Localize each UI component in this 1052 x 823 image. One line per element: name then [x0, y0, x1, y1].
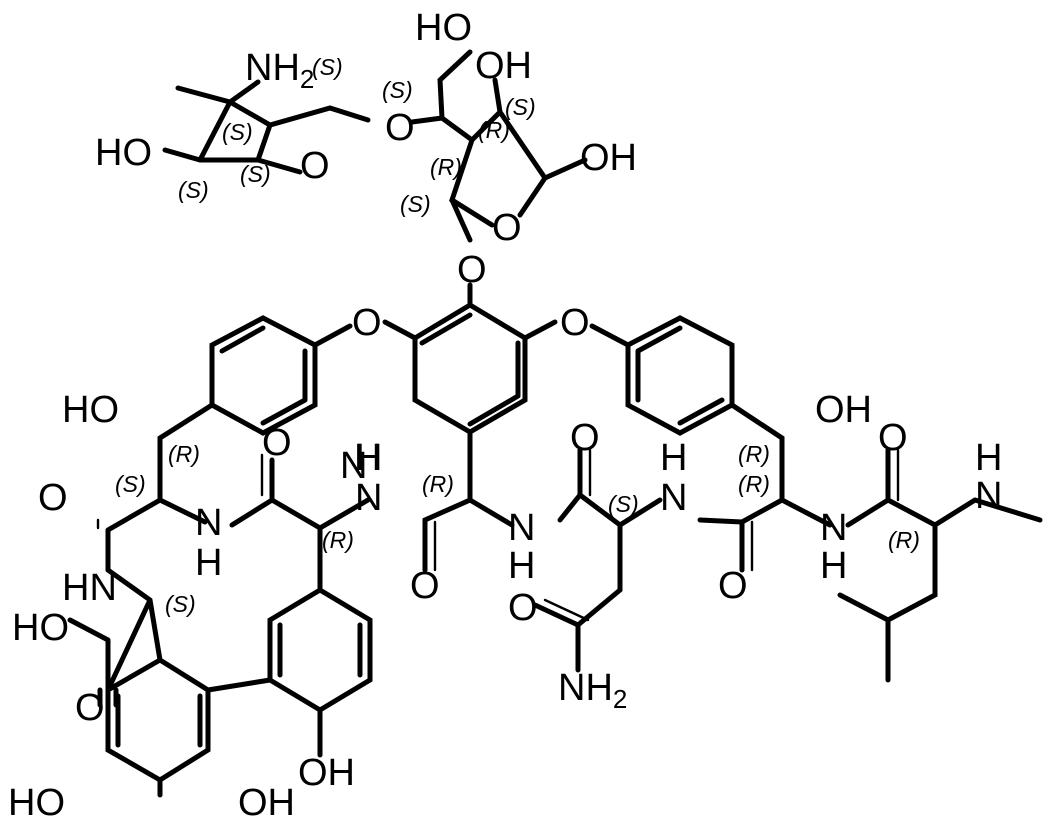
bond: [96, 448, 900, 622]
stereo-label: (S): [505, 94, 536, 120]
stereo-label: (S): [312, 54, 343, 80]
stereo-label: (R): [888, 527, 920, 553]
bond: [105, 402, 215, 573]
atom-label: H: [195, 542, 222, 584]
atom-label: O: [570, 417, 600, 459]
atom-label: H: [508, 545, 535, 587]
atom-label: O: [560, 302, 590, 344]
stereo-label: (S): [165, 591, 196, 617]
stereo-label: (S): [240, 161, 271, 187]
atom-label: O: [38, 477, 68, 519]
atom-label: OH: [238, 782, 295, 823]
stereo-label: (S): [400, 191, 431, 217]
atom-label: N: [355, 477, 382, 519]
atom-label: HO: [8, 782, 65, 823]
atom-label: O: [457, 249, 487, 291]
atom-label: NH2: [245, 47, 314, 94]
bond: [105, 567, 273, 798]
atom-label: O: [75, 687, 105, 729]
bond: [422, 429, 745, 673]
stereo-descriptors: (S) (S) (S) (S) (S) (S) (R) (R) (S) (R) …: [115, 54, 920, 617]
atom-label: HO: [12, 607, 69, 649]
atom-label: OH: [475, 45, 532, 87]
stereo-label: (R): [422, 471, 454, 497]
atom-label: O: [718, 565, 748, 607]
atom-label: O: [492, 207, 522, 249]
atom-label: HN: [62, 567, 117, 609]
bond: [209, 315, 318, 436]
bond: [229, 457, 373, 758]
atom-label: H: [354, 437, 381, 479]
atom-label: O: [262, 422, 292, 464]
bond-network: [67, 49, 1043, 798]
atom-label: HO: [415, 7, 472, 49]
atom-label: OH: [815, 389, 872, 431]
atom-label: NH2: [558, 667, 627, 714]
atom-label: N: [508, 507, 535, 549]
atom-label: HO: [62, 389, 119, 431]
stereo-label: (R): [430, 154, 462, 180]
stereo-label: (S): [222, 119, 253, 145]
bond: [67, 617, 119, 708]
bond: [162, 79, 371, 175]
stereo-label: (R): [738, 471, 770, 497]
stereo-label: (R): [738, 441, 770, 467]
atom-label: O: [352, 302, 382, 344]
atom-label: O: [300, 145, 330, 187]
atom-label: H: [355, 437, 382, 479]
atom-label: OH: [580, 137, 637, 179]
atom-label: N: [975, 475, 1002, 517]
atom-label: O: [508, 587, 538, 629]
bond: [625, 315, 735, 436]
atom-label: N: [660, 477, 687, 519]
atom-label: N: [195, 502, 222, 544]
atom-labels: NH2 HO O O HO OH OH O O O O HO OH O O N …: [8, 7, 1002, 823]
stereo-label: (R): [478, 117, 510, 143]
stereo-label: (S): [178, 177, 209, 203]
atom-label: N: [340, 445, 367, 487]
atom-label: H: [660, 437, 687, 479]
bond: [837, 447, 1043, 683]
bond: [412, 302, 528, 435]
bond: [522, 319, 631, 348]
stereo-label: (S): [608, 491, 639, 517]
bond: [312, 319, 418, 348]
atom-label: N: [820, 507, 847, 549]
atom-label: OH: [298, 752, 355, 794]
atom-label: H: [820, 545, 847, 587]
atom-label: H: [975, 437, 1002, 479]
atom-label: O: [410, 565, 440, 607]
stereo-label: (S): [382, 77, 413, 103]
atom-label: HO: [95, 132, 152, 174]
stereo-label: (R): [322, 527, 354, 553]
bond: [409, 49, 588, 243]
stereo-label: (R): [168, 441, 200, 467]
atom-label: O: [878, 417, 908, 459]
atom-label: O: [385, 107, 415, 149]
stereo-label: (S): [115, 471, 146, 497]
